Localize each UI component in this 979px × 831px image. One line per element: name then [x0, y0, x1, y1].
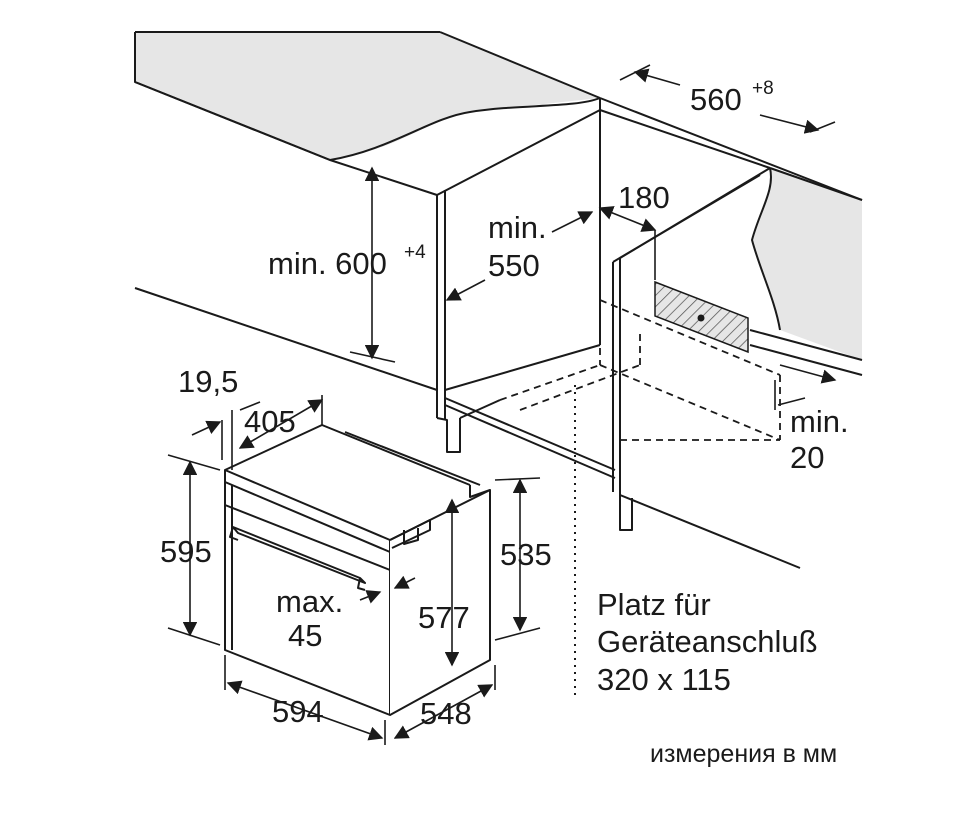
worktop-right: [749, 167, 863, 376]
label-535: 535: [500, 537, 552, 572]
label-min-20-b: 20: [790, 440, 824, 475]
label-560-tol: +8: [752, 78, 774, 99]
label-max-45-a: max.: [276, 584, 343, 619]
label-min-600-tol: +4: [404, 242, 426, 263]
label-548: 548: [420, 696, 472, 731]
label-min-600: min. 600: [268, 246, 387, 281]
label-560: 560: [690, 82, 742, 117]
label-595: 595: [160, 534, 212, 569]
connection-text-2: Geräteanschluß: [597, 624, 818, 659]
label-min-20-a: min.: [790, 404, 849, 439]
connection-text-1: Platz für: [597, 587, 711, 622]
label-405: 405: [244, 404, 296, 439]
cabinet: [134, 109, 801, 569]
label-180: 180: [618, 180, 670, 215]
label-min-550-b: 550: [488, 248, 540, 283]
connection-dot: [697, 314, 705, 322]
hidden-lines: [499, 299, 781, 441]
units-note: измерения в мм: [650, 740, 837, 768]
label-577: 577: [418, 600, 470, 635]
label-594: 594: [272, 694, 324, 729]
oven: [224, 424, 491, 716]
worktop: [134, 31, 601, 161]
label-max-45-b: 45: [288, 618, 322, 653]
dimension-lines: [167, 64, 837, 745]
connection-text-3: 320 x 115: [597, 662, 731, 697]
label-19-5: 19,5: [178, 364, 238, 399]
label-min-550-a: min.: [488, 210, 547, 245]
